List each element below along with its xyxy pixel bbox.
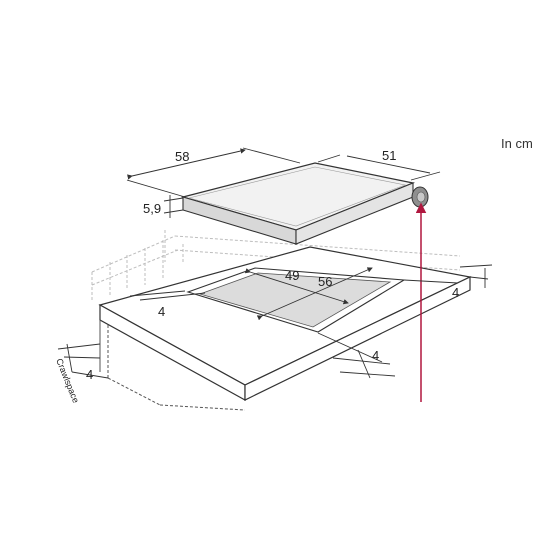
dim-back-clearance [129, 290, 206, 301]
dim-bottom-clearance [57, 343, 109, 379]
dim-cutout-width [256, 267, 373, 321]
dim-hob-height [163, 195, 184, 218]
cutout-width-label: 56 [318, 274, 332, 289]
dim-hob-depth [317, 154, 441, 181]
hob-height-label: 5,9 [143, 201, 161, 216]
right-clearance-label: 4 [452, 285, 459, 300]
dim-hob-width [126, 147, 301, 198]
hob-body [180, 162, 416, 245]
dim-front-clearance [317, 332, 396, 379]
front-clearance-label: 4 [372, 348, 379, 363]
hob-width-label: 58 [175, 149, 189, 164]
bottom-clearance-label: 4 [86, 367, 93, 382]
crawlspace-label: Crawlspace [54, 357, 81, 404]
hob-depth-label: 51 [382, 148, 396, 163]
dim-right-clearance [403, 264, 493, 288]
units-note: In cm [501, 136, 533, 151]
cutout-depth-label: 49 [285, 268, 299, 283]
back-clearance-label: 4 [158, 304, 165, 319]
cabinet-outline [99, 320, 246, 411]
cable-connector [411, 186, 429, 208]
